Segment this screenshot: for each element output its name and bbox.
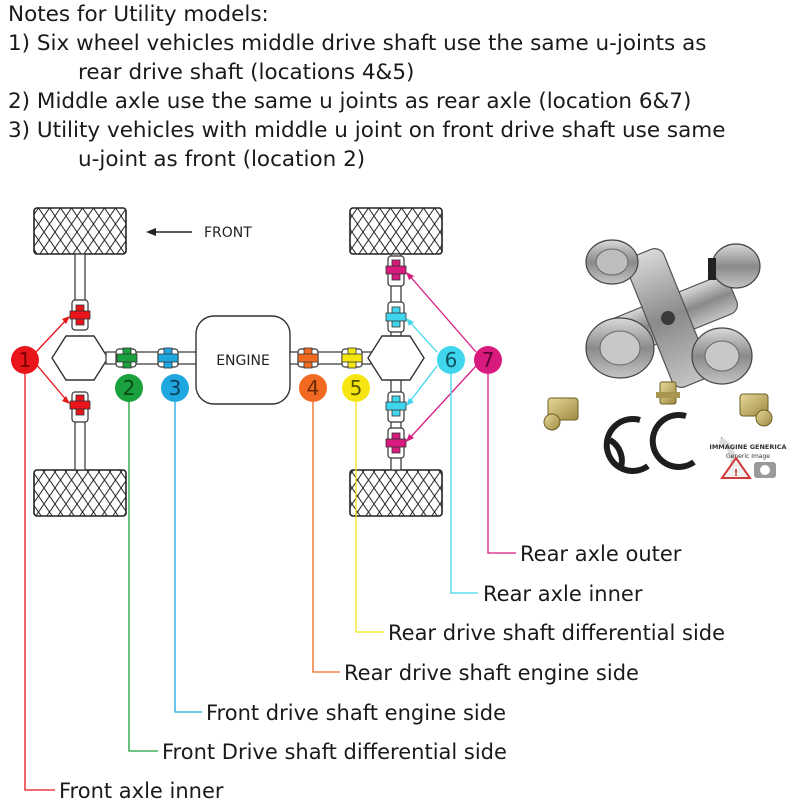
notes-heading: Notes for Utility models:: [8, 2, 269, 27]
label-front-axle-inner: Front axle inner: [59, 779, 224, 800]
front-differential: [51, 335, 109, 381]
svg-text:7: 7: [482, 348, 495, 372]
label-front-drive-engine: Front drive shaft engine side: [206, 701, 506, 725]
bearing-cap-top-left-icon: [585, 239, 639, 285]
bearing-cap-bottom-right-icon: [691, 327, 753, 385]
product-photo: IMMAGINE GENERICA Generic Image !: [543, 239, 787, 480]
wheel-rear-right: [349, 469, 443, 517]
warning-icon: [720, 456, 752, 479]
note-3-line-1: 3) Utility vehicles with middle u joint …: [8, 118, 726, 143]
bearing-cap-bottom-left-icon: [585, 317, 655, 379]
badge-1: 1: [11, 346, 39, 374]
bearing-cap-top-right-icon: [708, 243, 761, 289]
svg-text:Generic Image: Generic Image: [726, 453, 770, 460]
svg-text:5: 5: [350, 376, 363, 400]
engine-label: ENGINE: [216, 353, 270, 369]
grease-fitting-left-icon: [543, 397, 579, 431]
badge-4: 4: [299, 374, 327, 402]
note-2-line-1: 2) Middle axle use the same u joints as …: [8, 89, 692, 114]
svg-text:!: !: [734, 468, 739, 479]
rear-differential: [367, 335, 425, 381]
grease-fitting-center-icon: [656, 381, 680, 405]
pointer-arrowheads: [62, 316, 70, 404]
svg-text:6: 6: [445, 348, 458, 372]
badge-2: 2: [115, 374, 143, 402]
grease-fitting-right-icon: [739, 393, 773, 427]
svg-text:2: 2: [123, 376, 136, 400]
note-3-line-2: u-joint as front (location 2): [78, 147, 366, 172]
front-arrow: [146, 228, 192, 236]
label-rear-axle-outer: Rear axle outer: [520, 542, 682, 566]
svg-text:3: 3: [169, 376, 182, 400]
label-front-drive-diff: Front Drive shaft differential side: [162, 740, 507, 764]
pointer-arrowheads-7: [406, 272, 414, 442]
badge-7: 7: [474, 346, 502, 374]
svg-text:1: 1: [19, 348, 32, 372]
front-label: FRONT: [204, 225, 252, 241]
label-rear-axle-inner: Rear axle inner: [483, 582, 643, 606]
note-1-line-1: 1) Six wheel vehicles middle drive shaft…: [8, 31, 707, 56]
leader-lines: [24, 374, 516, 791]
notes-block: Notes for Utility models: 1) Six wheel v…: [8, 0, 798, 174]
svg-text:IMMAGINE GENERICA: IMMAGINE GENERICA: [709, 443, 786, 451]
generic-image-watermark: IMMAGINE GENERICA Generic Image !: [708, 438, 787, 480]
pointer-lines: [35, 273, 477, 441]
note-1-line-2: rear drive shaft (locations 4&5): [78, 60, 415, 85]
wheel-front-left: [33, 207, 127, 255]
badge-3: 3: [161, 374, 189, 402]
pointer-arrowheads-6: [406, 318, 414, 406]
label-rear-drive-diff: Rear drive shaft differential side: [388, 621, 725, 645]
wheel-front-right: [33, 469, 127, 517]
svg-text:4: 4: [307, 376, 320, 400]
wheel-rear-left: [349, 207, 443, 255]
label-rear-drive-engine: Rear drive shaft engine side: [344, 661, 639, 685]
badge-6: 6: [437, 346, 465, 374]
badge-5: 5: [342, 374, 370, 402]
